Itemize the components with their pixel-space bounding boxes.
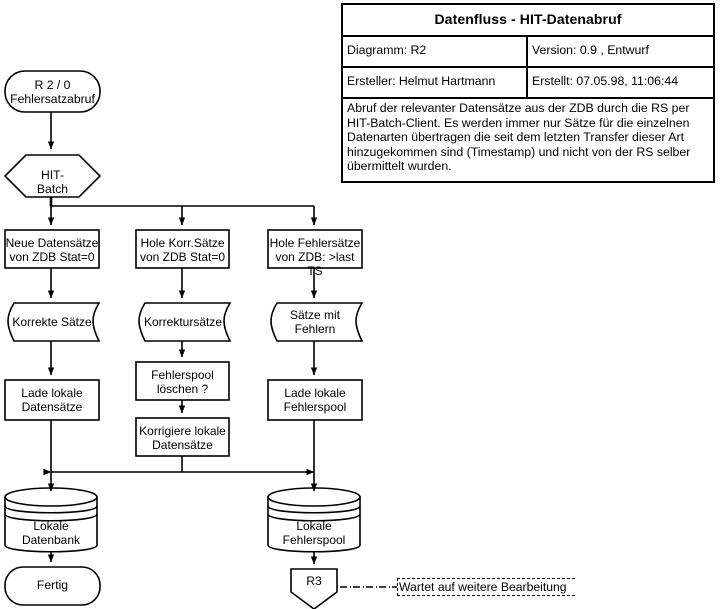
title-block-author-label: Ersteller: Helmut Hartmann [343, 68, 528, 97]
title-block: Datenfluss - HIT-Datenabruf Diagramm: R2… [341, 3, 715, 183]
title-block-description: Abruf der relevanter Datensätze aus der … [347, 101, 691, 174]
node-hit-batch [3, 154, 102, 198]
title-block-row-author: Ersteller: Helmut Hartmann Erstellt: 07.… [343, 68, 713, 99]
node-korrekte-saetze [7, 302, 101, 342]
node-lokale-datenbank [4, 487, 98, 553]
node-lokale-fehlerspool [267, 487, 361, 553]
node-neue-datensaetze [4, 229, 100, 269]
title-block-heading-row: Datenfluss - HIT-Datenabruf [343, 5, 713, 37]
title-block-diagram-label: Diagramm: R2 [343, 37, 528, 66]
node-korrigiere-lokale [135, 417, 230, 457]
node-lade-lokale [4, 379, 100, 421]
node-fertig [4, 566, 101, 606]
title-block-version-label: Version: 0.9 , Entwurf [532, 43, 649, 57]
node-lade-fehlerspool [267, 379, 363, 421]
annotation-label: Wartet auf weitere Bearbeitung [399, 580, 567, 594]
node-fehlerspool-loeschen [135, 361, 230, 401]
node-hole-fehler [267, 229, 363, 269]
node-saetze-fehler [270, 302, 364, 342]
title-block-heading: Datenfluss - HIT-Datenabruf [434, 11, 622, 27]
node-r3 [290, 568, 338, 609]
node-korrektursaetze [138, 302, 232, 342]
node-hole-korr [135, 229, 230, 269]
title-block-created-label: Erstellt: 07.05.98, 11:06:44 [532, 74, 679, 88]
annotation-box [397, 578, 575, 596]
node-start [4, 70, 101, 113]
title-block-row-diagram: Diagramm: R2 Version: 0.9 , Entwurf [343, 37, 713, 68]
